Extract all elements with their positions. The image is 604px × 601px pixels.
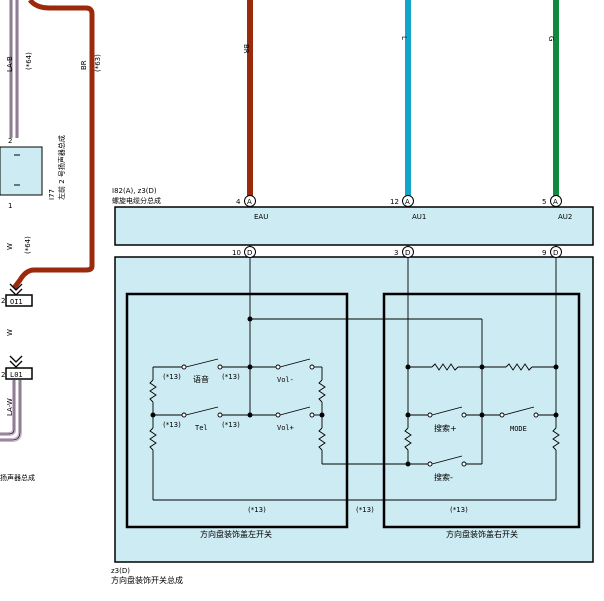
right-switch-name: 方向盘装饰盖右开关 bbox=[446, 529, 518, 539]
spiral-cable-box bbox=[114, 206, 594, 246]
connector-oi1: 2 OI1 bbox=[1, 283, 33, 307]
left-name-cut: 扬声器总成 bbox=[0, 473, 35, 482]
oi1-pin: 2 bbox=[1, 297, 5, 305]
wire-br-label: BR bbox=[242, 44, 250, 54]
right-btn-search-plus: 搜索+ bbox=[434, 423, 457, 433]
svg-text:5: 5 bbox=[542, 198, 546, 206]
spiral-pin-bottom-3: 9 D bbox=[542, 246, 562, 258]
svg-text:9: 9 bbox=[542, 249, 546, 257]
spiral-pin-top-2: 12 A AU1 bbox=[390, 195, 426, 221]
left-pin-bottom: 1 bbox=[8, 202, 12, 210]
spiral-pin-top-3: 5 A AU2 bbox=[542, 195, 572, 221]
left-note-b: (*13) bbox=[222, 373, 240, 381]
wire-g-label: G bbox=[547, 36, 555, 41]
left-switch-name: 方向盘装饰盖左开关 bbox=[200, 529, 272, 539]
left-switch-box bbox=[125, 292, 349, 529]
internal-wiring bbox=[149, 258, 560, 501]
svg-text:D: D bbox=[247, 249, 252, 257]
left-btn-vol-minus: Vol- bbox=[277, 376, 294, 384]
left-pin-top: 2 bbox=[8, 137, 12, 145]
spiral-pin-bottom-1: 10 D bbox=[232, 246, 256, 258]
svg-text:10: 10 bbox=[232, 249, 241, 257]
left-component-name: 左前 2 号扬声器总成 bbox=[57, 135, 66, 200]
assembly-box bbox=[114, 256, 594, 563]
svg-text:12: 12 bbox=[390, 198, 399, 206]
left-note-a: (*13) bbox=[163, 373, 181, 381]
left-note-bottom: (*13) bbox=[248, 506, 266, 514]
svg-text:EAU: EAU bbox=[254, 213, 268, 221]
left-la-label: LA-B bbox=[6, 56, 14, 72]
left-note-d: (*13) bbox=[222, 421, 240, 429]
svg-text:AU1: AU1 bbox=[412, 213, 426, 221]
left-note-c: (*13) bbox=[163, 421, 181, 429]
left-btn-tel: Tel bbox=[195, 424, 208, 432]
left-w2-label: W bbox=[6, 329, 14, 336]
switch-contacts bbox=[181, 364, 539, 467]
right-note-bottom: (*13) bbox=[450, 506, 468, 514]
svg-text:A: A bbox=[247, 198, 252, 206]
between-note: (*13) bbox=[356, 506, 374, 514]
left-component-code: I77 bbox=[48, 189, 56, 200]
right-switch-box bbox=[382, 292, 581, 529]
left-btn-voice: 语音 bbox=[193, 374, 209, 384]
l01-label: L01 bbox=[10, 371, 23, 379]
spiral-cable-code: I82(A), z3(D) bbox=[112, 187, 157, 195]
svg-text:D: D bbox=[405, 249, 410, 257]
assembly-name: 方向盘装饰开关总成 bbox=[111, 575, 183, 585]
svg-text:A: A bbox=[553, 198, 558, 206]
wire-l-label: L bbox=[400, 36, 408, 40]
svg-text:D: D bbox=[553, 249, 558, 257]
svg-text:3: 3 bbox=[394, 249, 398, 257]
left-speaker-box: 2 1 bbox=[0, 137, 43, 210]
left-br-note: (*63) bbox=[94, 54, 102, 72]
left-la-note: (*64) bbox=[25, 52, 33, 70]
left-br-label: BR bbox=[80, 60, 88, 70]
right-btn-search-minus: 搜索- bbox=[434, 472, 453, 482]
assembly-code: z3(D) bbox=[111, 567, 130, 575]
l01-pin: 2 bbox=[1, 371, 5, 379]
connector-l01: 2 L01 bbox=[1, 355, 33, 380]
spiral-cable-name: 螺旋电缆分总成 bbox=[112, 196, 161, 205]
left-w-note: (*64) bbox=[24, 236, 32, 254]
left-br-wire bbox=[12, 0, 95, 290]
left-speaker-wires bbox=[9, 0, 19, 138]
left-btn-vol-plus: Vol+ bbox=[277, 424, 294, 432]
svg-text:AU2: AU2 bbox=[558, 213, 572, 221]
left-la2-label: LA-W bbox=[6, 398, 14, 416]
right-btn-mode: MODE bbox=[510, 425, 527, 433]
left-w-label: W bbox=[6, 243, 14, 250]
junction-dots bbox=[150, 316, 559, 467]
svg-text:A: A bbox=[405, 198, 410, 206]
spiral-pin-bottom-2: 3 D bbox=[394, 246, 414, 258]
spiral-pin-top-1: 4 A EAU bbox=[236, 195, 268, 221]
oi1-label: OI1 bbox=[10, 298, 23, 306]
svg-text:4: 4 bbox=[236, 198, 241, 206]
